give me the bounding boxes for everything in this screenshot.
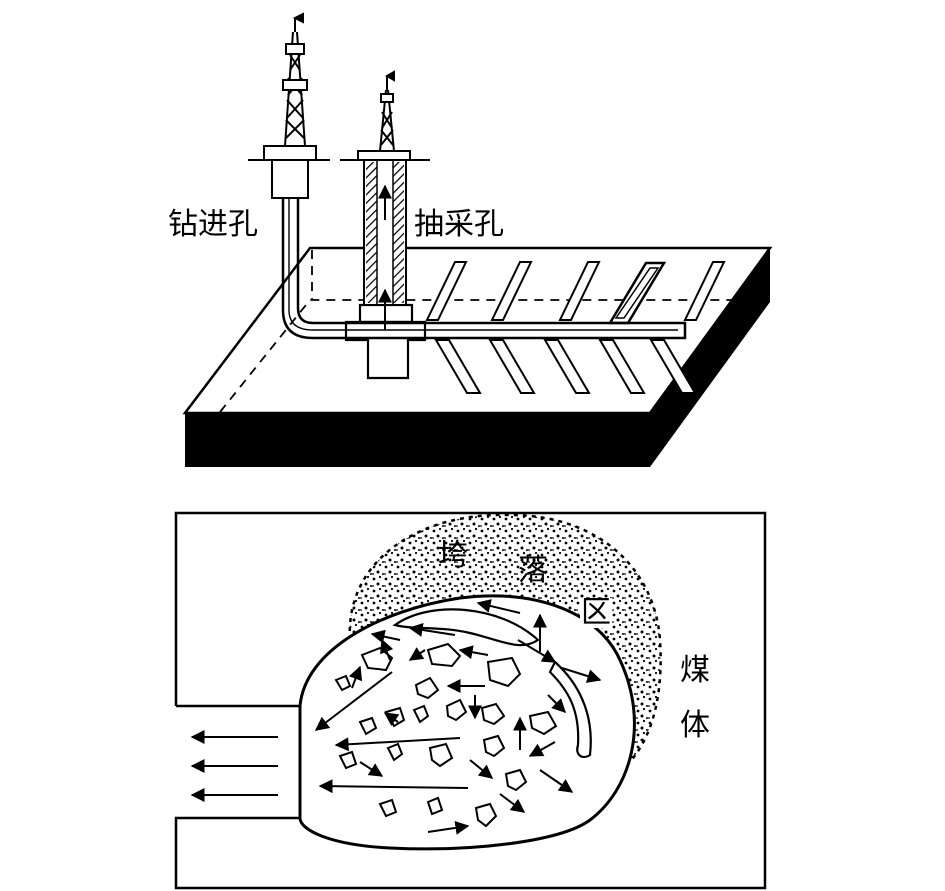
flow-arrows — [314, 599, 602, 835]
coal-seam-slab — [182, 246, 773, 467]
outlet-arrows — [190, 730, 278, 802]
coal-body-frame — [174, 511, 767, 890]
drilling-rig-tower — [248, 12, 330, 199]
extraction-rig-tower — [340, 70, 430, 161]
extraction-well-base — [344, 303, 427, 380]
collapse-zone-label-3: 区 — [581, 595, 611, 630]
drilling-borehole — [281, 165, 687, 340]
drilling-hole-label: 钻进孔 — [168, 207, 258, 242]
collapse-zone-label-2: 落 — [518, 553, 548, 588]
cavity-roof-blocks — [392, 608, 592, 759]
rock-fragments — [334, 642, 558, 828]
collapse-zone-label-3-bg — [580, 598, 612, 628]
gasification-channels — [425, 261, 726, 394]
top-diagram: 钻进孔 抽采孔 — [168, 12, 773, 467]
coal-body-label-2: 体 — [680, 708, 710, 743]
extraction-casing — [363, 159, 407, 330]
bottom-diagram: 垮 落 区 煤 体 — [174, 511, 767, 890]
extraction-hole-label: 抽采孔 — [414, 207, 504, 242]
coal-body-label-1: 煤 — [680, 653, 710, 688]
collapse-zone-label-1: 垮 — [438, 538, 468, 573]
